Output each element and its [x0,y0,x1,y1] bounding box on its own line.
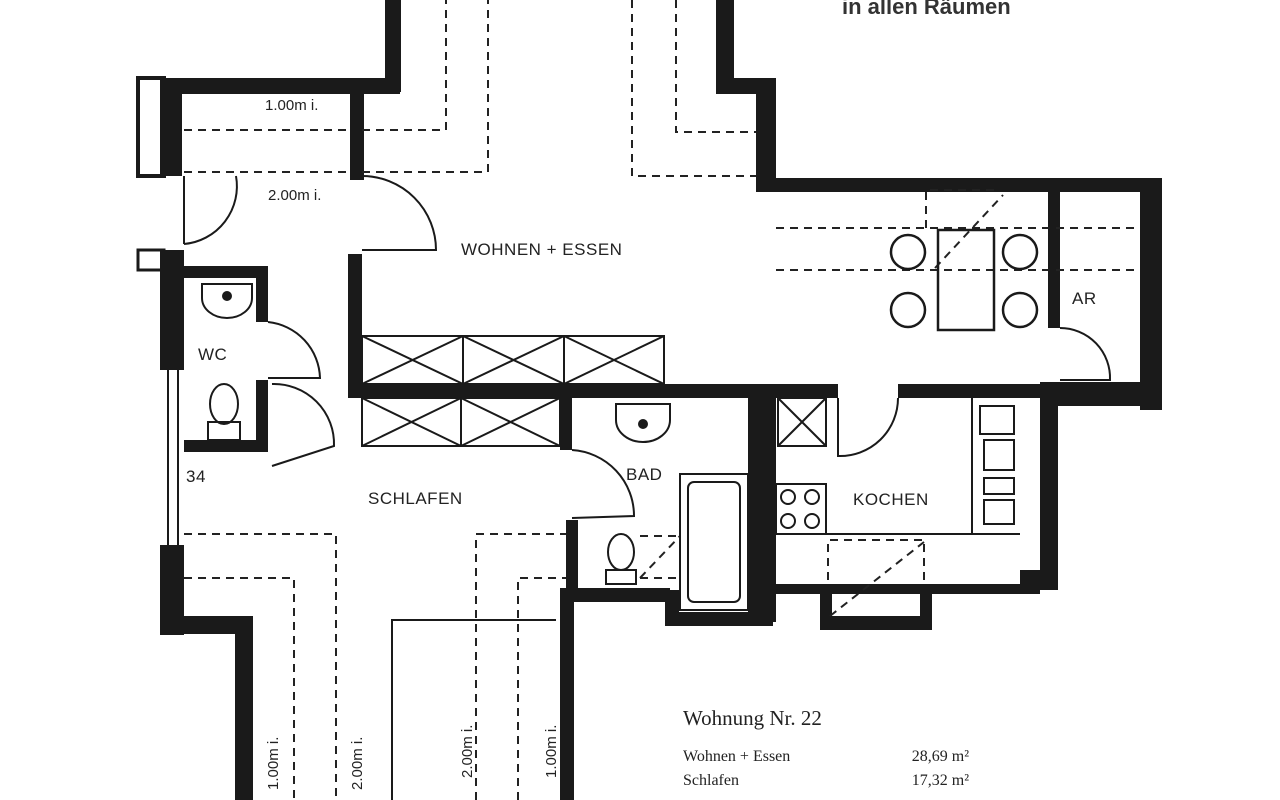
room-label-wohnen: WOHNEN + ESSEN [461,240,622,259]
room-label-ar: AR [1072,289,1097,308]
area-legend: Wohnung Nr. 22 Wohnen + Essen 28,69 m² S… [683,706,983,793]
dim-bl-outer: 2.00m i. [349,737,366,790]
legend-row-area: 17,32 m² [911,772,969,789]
legend-row: Wohnen + Essen 28,69 m² [683,745,969,769]
marker-number: 34 [186,467,206,486]
legend-title: Wohnung Nr. 22 [683,706,822,730]
dim-top-inner: 1.00m i. [265,97,318,114]
room-labels: WOHNEN + ESSEN AR WC BAD KOCHEN SCHLAFEN… [186,240,1097,509]
legend-row-name: Wohnen + Essen [683,748,791,765]
room-label-schlafen: SCHLAFEN [368,489,463,508]
kitchen-fixtures [775,398,1020,535]
dim-bl-inner: 1.00m i. [265,737,282,790]
wardrobe-cabinets [361,335,827,447]
legend-row-name: Schlafen [683,772,739,789]
bath-fixtures [605,403,749,611]
walls [136,0,1162,800]
dim-top-outer: 2.00m i. [268,187,321,204]
window-left [167,370,179,550]
dimension-labels: 1.00m i. 2.00m i. 1.00m i. 2.00m i. 2.00… [265,97,560,790]
roof-slope-lines [184,0,1140,800]
top-note: in allen Räumen [842,0,1011,19]
dim-bc-outer: 2.00m i. [459,725,476,778]
dining-table [889,228,1039,332]
door-swings [183,175,1112,519]
dim-bc-inner: 1.00m i. [543,725,560,778]
room-label-bad: BAD [626,465,662,484]
wc-fixtures [201,283,253,441]
room-label-wc: WC [198,345,227,364]
legend-row: Schlafen 17,32 m² [683,769,969,793]
legend-row-area: 28,69 m² [911,748,969,765]
bed [391,619,556,800]
room-label-kochen: KOCHEN [853,490,929,509]
